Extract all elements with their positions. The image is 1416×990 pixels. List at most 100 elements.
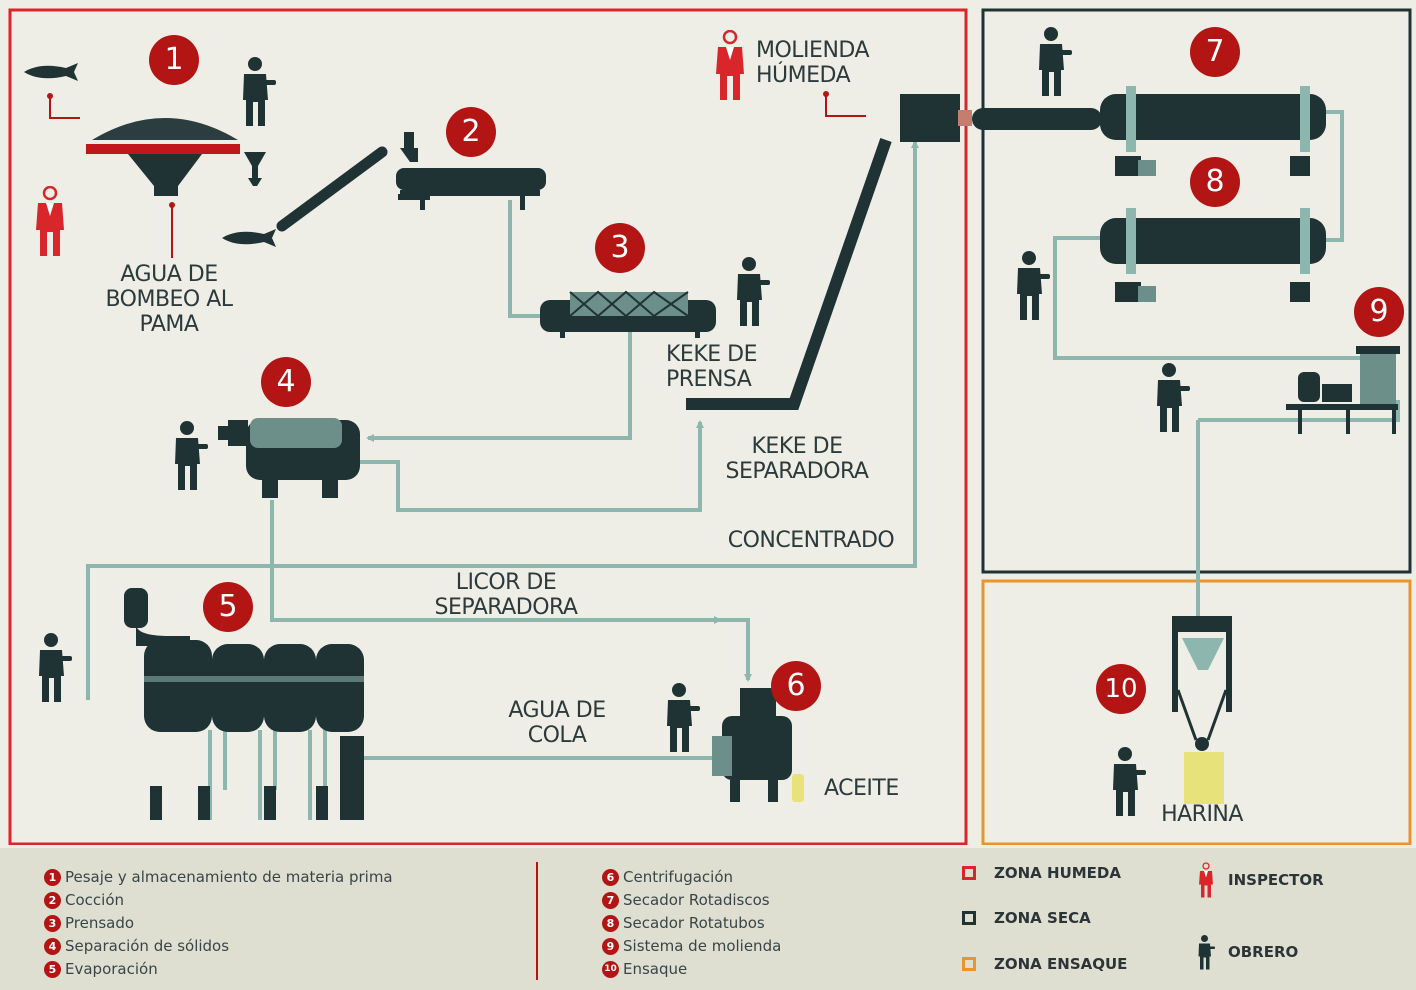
step-badge-3: 3: [595, 223, 645, 273]
pipes: [86, 110, 1400, 820]
step-badge-8: 8: [1190, 157, 1240, 207]
legend-step-number: 7: [602, 891, 619, 909]
zone-label: ZONA ENSAQUE: [994, 955, 1128, 973]
legend-zona-humeda: ZONA HUMEDA: [962, 864, 1121, 882]
press-machine: [540, 290, 716, 338]
duct: [958, 110, 972, 126]
legend-step-label: Centrifugación: [623, 868, 734, 886]
worker-icon: [1039, 27, 1072, 96]
dryer-rotatubos-machine: [1100, 208, 1326, 302]
worker-icon: [39, 633, 72, 702]
fish-icon: [222, 229, 276, 247]
hopper-machine: [86, 118, 266, 196]
zone-humeda-swatch: [962, 866, 976, 880]
zone-ensaque-swatch: [962, 957, 976, 971]
legend-step-label: Separación de sólidos: [65, 937, 230, 955]
step-badge-7: 7: [1190, 27, 1240, 77]
role-label: OBRERO: [1228, 943, 1299, 961]
legend-step-label: Ensaque: [623, 960, 688, 978]
legend-step-number: 5: [44, 960, 61, 978]
legend-step-number: 4: [44, 937, 61, 955]
worker-icon: [1113, 747, 1146, 816]
inspector-icon: [714, 30, 746, 100]
label-licor-separadora: LICOR DE SEPARADORA: [434, 570, 578, 620]
zone-label: ZONA HUMEDA: [994, 864, 1121, 882]
legend-obrero: OBRERO: [1196, 934, 1298, 970]
zone-label: ZONA SECA: [994, 909, 1091, 927]
legend-step-number: 3: [44, 914, 61, 932]
step-badge-9: 9: [1354, 287, 1404, 337]
step-badge-2: 2: [446, 107, 496, 157]
legend-step-number: 6: [602, 868, 619, 886]
legend-step-label: Pesaje y almacenamiento de materia prima: [65, 868, 393, 886]
worker-icon: [1017, 251, 1050, 320]
legend-step-number: 8: [602, 914, 619, 932]
label-agua-bombeo: AGUA DE BOMBEO AL PAMA: [105, 262, 233, 337]
legend-step-number: 2: [44, 891, 61, 909]
legend-step-label: Secador Rotatubos: [623, 914, 765, 932]
evaporator-band: [144, 676, 364, 682]
role-label: INSPECTOR: [1228, 871, 1324, 889]
centrifuge-machine: [712, 688, 792, 802]
worker-icon: [1198, 935, 1215, 970]
evaporator-machine: [124, 588, 364, 820]
step-badge-5: 5: [203, 582, 253, 632]
legend-step-label: Evaporación: [65, 960, 158, 978]
legend-step-label: Prensado: [65, 914, 135, 932]
mill-machine: [1286, 346, 1400, 434]
inspector-icon: [34, 186, 66, 256]
label-concentrado: CONCENTRADO: [727, 528, 895, 553]
conveyor: [276, 146, 388, 232]
legend-zona-seca: ZONA SECA: [962, 909, 1091, 927]
label-harina: HARINA: [1161, 802, 1243, 827]
inspector-icon: [1198, 862, 1214, 898]
legend-zona-ensaque: ZONA ENSAQUE: [962, 955, 1127, 973]
worker-icon: [175, 421, 208, 490]
dryer-rotadiscos-machine: [972, 86, 1326, 176]
keke-conveyor: [686, 138, 892, 410]
legend-step-number: 9: [602, 937, 619, 955]
worker-icon: [243, 57, 276, 126]
step-badge-1: 1: [149, 35, 199, 85]
legend-step-number: 1: [44, 868, 61, 886]
fish-icon: [24, 63, 78, 81]
oil-bottle: [792, 774, 804, 802]
legend-step-label: Sistema de molienda: [623, 937, 782, 955]
link-dot: [169, 202, 175, 208]
molienda-humeda-machine: [900, 94, 960, 142]
label-aceite: ACEITE: [824, 776, 899, 801]
separator-machine: [218, 418, 360, 498]
zone-seca-swatch: [962, 911, 976, 925]
inspector-links: [49, 94, 866, 258]
label-molienda-humeda: MOLIENDA HÚMEDA: [756, 38, 870, 88]
step-badge-4: 4: [261, 357, 311, 407]
worker-icon: [737, 257, 770, 326]
legend-step-number: 10: [602, 960, 619, 978]
bagging-machine: [1172, 616, 1232, 804]
link-dot: [823, 91, 829, 97]
legend-step-label: Secador Rotadiscos: [623, 891, 770, 909]
legend-inspector: INSPECTOR: [1196, 862, 1324, 898]
label-keke-prensa: KEKE DE PRENSA: [666, 342, 758, 392]
label-agua-cola: AGUA DE COLA: [508, 698, 606, 748]
step-badge-10: 10: [1096, 664, 1146, 714]
legend-step-label: Cocción: [65, 891, 124, 909]
legend-divider: [536, 862, 538, 980]
worker-icon: [667, 683, 700, 752]
zone-humeda-frame: [8, 8, 968, 845]
label-keke-separadora: KEKE DE SEPARADORA: [725, 434, 869, 484]
process-diagram: [8, 8, 1412, 845]
link-dot: [47, 93, 53, 99]
cooker-machine: [396, 132, 546, 210]
